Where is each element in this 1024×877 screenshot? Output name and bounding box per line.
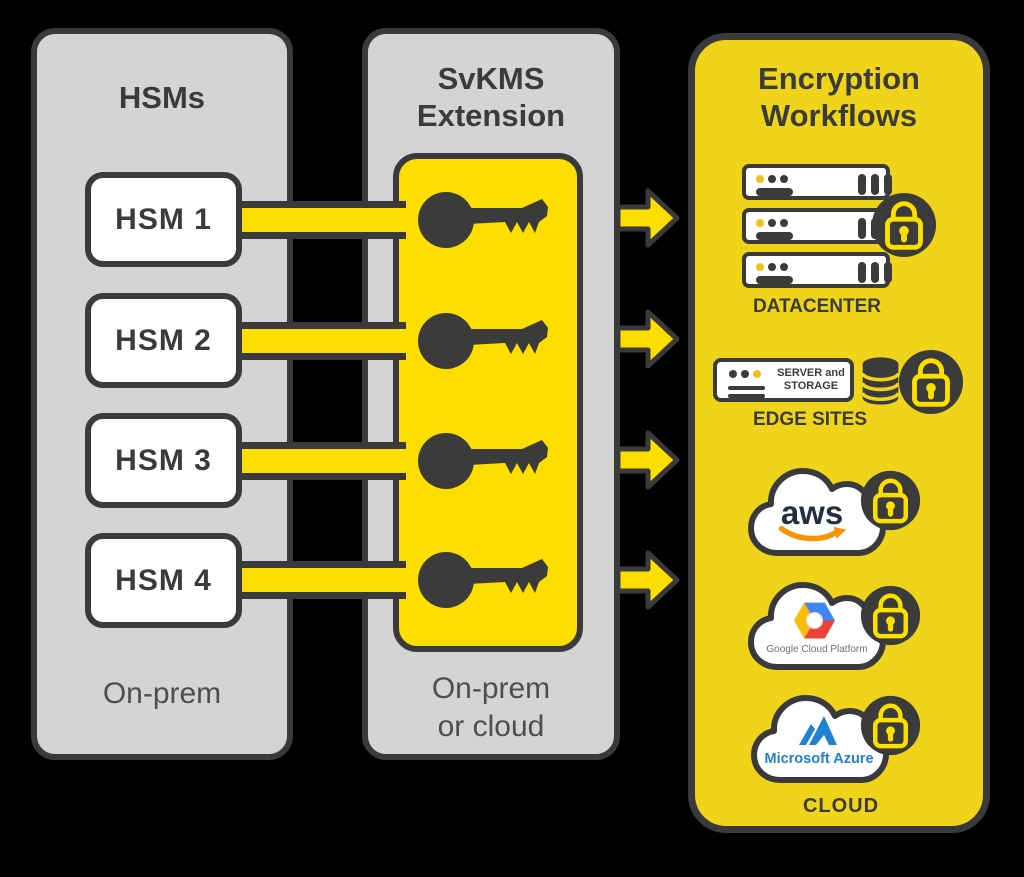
aws-smile-icon [778,526,847,542]
svkms-title-line1: SvKMS [437,61,545,96]
server-icon [742,208,892,244]
cloud-label: CLOUD [802,795,880,817]
hsm-box-label: HSM 3 [115,443,212,477]
server-vent-icon [884,174,892,195]
flow-arrow-icon [616,548,680,612]
server-led-icon [780,219,788,227]
server-slot-icon [756,188,793,196]
key-icon [418,552,548,608]
flow-arrow-icon [616,186,680,250]
hsm-connector-bar [234,561,406,599]
server-led-icon [780,175,788,183]
server-led-icon [729,370,737,378]
server-led-icon [753,370,761,378]
hsm-box-label: HSM 4 [115,563,212,597]
datacenter-label: DATACENTER [752,296,882,317]
server-led-icon [741,370,749,378]
azure-wordmark: Microsoft Azure [764,751,874,767]
gcp-logo-icon [794,602,835,639]
server-slot-icon [728,386,765,390]
server-vent-icon [871,262,879,283]
flow-arrow-icon [616,307,680,371]
server-storage-icon: SERVER and STORAGE [713,358,854,402]
key-icon [418,433,548,489]
edge-sites-label: EDGE SITES [752,409,868,430]
server-led-icon [780,263,788,271]
server-led-icon [768,219,776,227]
svkms-caption-line2: or cloud [437,710,545,743]
hsm-box-4: HSM 4 [85,533,242,628]
hsm-box-2: HSM 2 [85,293,242,388]
hsm-connector-bar [234,201,406,239]
svkms-caption-line1: On-prem [431,672,551,705]
hsm-box-1: HSM 1 [85,172,242,267]
workflows-title-line2: Workflows [760,98,918,133]
server-vent-icon [884,262,892,283]
server-storage-text: SERVER and STORAGE [767,367,855,393]
hsm-box-label: HSM 2 [115,323,212,357]
flow-arrow-icon [616,428,680,492]
server-led-icon [756,175,764,183]
lock-badge-icon [860,470,921,531]
server-storage-line1: SERVER and [777,367,845,379]
svkms-title-line2: Extension [416,98,566,133]
server-storage-line2: STORAGE [783,380,839,392]
aws-wordmark: aws [780,494,844,531]
server-led-icon [756,263,764,271]
workflows-title: Encryption Workflows [688,60,990,134]
hsm-connector-bar [234,442,406,480]
workflows-title-line1: Encryption [758,61,920,96]
azure-logo-icon [799,716,837,745]
lock-badge-icon [860,585,921,646]
server-vent-icon [858,262,866,283]
server-vent-icon [858,174,866,195]
svkms-caption: On-prem or cloud [362,670,620,746]
svkms-title: SvKMS Extension [362,60,620,134]
server-led-icon [768,263,776,271]
server-led-icon [756,219,764,227]
hsm-box-label: HSM 1 [115,202,212,236]
server-icon [742,252,892,288]
hsm-box-3: HSM 3 [85,413,242,508]
hsms-caption: On-prem [102,677,222,710]
server-vent-icon [858,218,866,239]
lock-badge-icon [871,192,937,258]
key-icon [418,313,548,369]
server-icon [742,164,892,200]
gcp-wordmark: Google Cloud Platform [766,644,868,655]
lock-badge-icon [898,349,964,415]
hsm-connector-bar [234,322,406,360]
server-led-icon [768,175,776,183]
storage-cylinder-icon [860,357,901,405]
hsms-column [31,28,293,760]
server-slot-icon [756,276,793,284]
server-slot-icon [756,232,793,240]
hsms-title: HSMs [118,80,206,115]
lock-badge-icon [860,695,921,756]
key-icon [418,192,548,248]
server-vent-icon [871,174,879,195]
server-slot-icon [728,394,765,398]
